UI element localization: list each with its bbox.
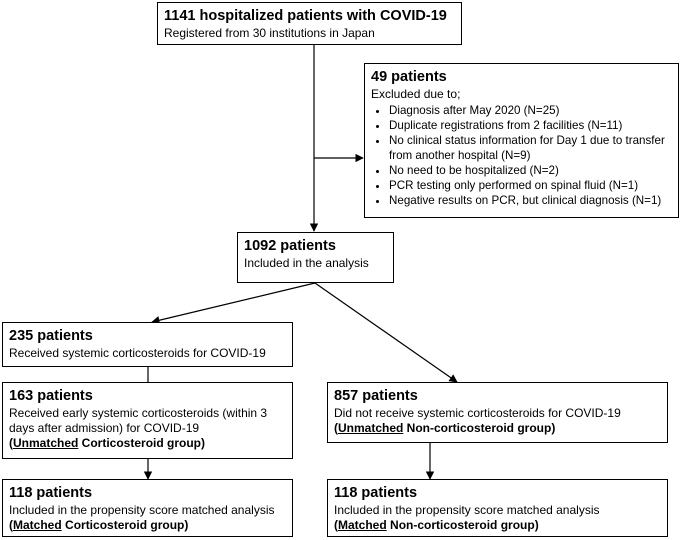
exclusion-list: Diagnosis after May 2020 (N=25) Duplicat… [371,103,672,208]
exclusion-item: PCR testing only performed on spinal flu… [389,178,672,193]
early-group-label: (Unmatched Corticosteroid group) [9,436,206,451]
matched-ncs-title: 118 patients [334,485,418,501]
exclusion-item: Negative results on PCR, but clinical di… [389,193,672,208]
included-box: 1092 patients Included in the analysis [237,232,394,283]
registered-box: 1141 hospitalized patients with COVID-19… [157,2,462,45]
early-title: 163 patients [9,388,93,404]
included-title: 1092 patients [244,238,336,254]
systemic-box: 235 patients Received systemic corticost… [2,322,293,367]
early-box: 163 patients Received early systemic cor… [2,382,293,459]
early-text-1: Received early systemic corticosteroids … [9,405,268,420]
group-name: Non-corticosteroid group [403,420,552,435]
nonsteroid-title: 857 patients [334,388,418,404]
group-name: Non-corticosteroid group [386,517,535,532]
excluded-title: 49 patients [371,69,447,85]
group-name: Corticosteroid group [61,517,185,532]
group-status: Matched [338,517,387,532]
exclusion-item: No need to be hospitalized (N=2) [389,163,672,178]
matched-ncs-text: Included in the propensity score matched… [334,502,600,517]
matched-ncs-group-label: (Matched Non-corticosteroid group) [334,517,539,532]
included-text: Included in the analysis [244,255,369,270]
group-status: Unmatched [13,436,79,451]
nonsteroid-text: Did not receive systemic corticosteroids… [334,405,621,420]
excluded-text: Excluded due to; [371,86,461,101]
matched-cs-box: 118 patients Included in the propensity … [2,479,293,537]
exclusion-item: Duplicate registrations from 2 facilitie… [389,118,672,133]
group-status: Unmatched [338,420,404,435]
arrow-included-to-systemic [151,282,316,325]
excluded-box: 49 patients Excluded due to; Diagnosis a… [364,63,679,218]
nonsteroid-group-label: (Unmatched Non-corticosteroid group) [334,420,556,435]
registered-title: 1141 hospitalized patients with COVID-19 [164,8,447,24]
matched-cs-title: 118 patients [9,485,93,501]
matched-cs-group-label: (Matched Corticosteroid group) [9,517,189,532]
group-name: Corticosteroid group [78,436,202,451]
exclusion-item: Diagnosis after May 2020 (N=25) [389,103,672,118]
early-text-2: days after admission) for COVID-19 [9,420,200,435]
nonsteroid-box: 857 patients Did not receive systemic co… [327,382,668,443]
exclusion-item: No clinical status information for Day 1… [389,133,672,163]
systemic-title: 235 patients [9,328,93,344]
group-status: Matched [13,517,62,532]
registered-text: Registered from 30 institutions in Japan [164,25,375,40]
arrow-included-to-nonsteroid [314,282,458,383]
matched-ncs-box: 118 patients Included in the propensity … [327,479,668,537]
systemic-text: Received systemic corticosteroids for CO… [9,345,266,360]
matched-cs-text: Included in the propensity score matched… [9,502,275,517]
